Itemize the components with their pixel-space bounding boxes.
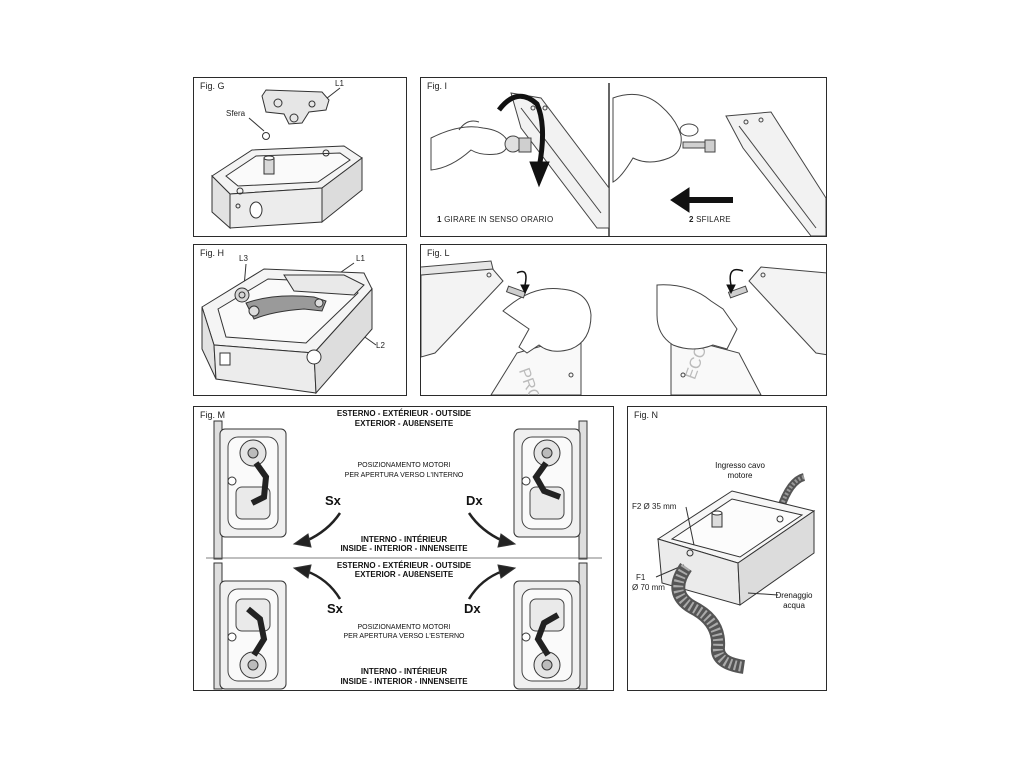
top-sx-label: Sx [325,493,341,508]
bottom-outside-line1: ESTERNO - EXTÉRIEUR - OUTSIDE [336,561,472,570]
figure-i-panel: Fig. I 1 [420,77,827,237]
figure-g-panel: Fig. G L1 Sfera [193,77,407,237]
top-positioning-line2: PER APERTURA VERSO L'INTERNO [344,472,464,479]
callout-l1: L1 [356,254,365,263]
f2-callout: F2 Ø 35 mm [632,502,677,511]
bottom-inside-line1: INTERNO - INTÉRIEUR [360,667,448,676]
top-dx-label: Dx [466,493,483,508]
figure-n-drawing [655,473,816,674]
step1-caption: 1 GIRARE IN SENSO ORARIO [437,215,553,224]
bottom-outside-line2: EXTERIOR - AUßENSEITE [354,570,454,579]
f1-callout-line2: Ø 70 mm [632,583,665,592]
figure-l-panel: Fig. L PRO ECO [420,244,827,396]
figure-h-drawing [201,262,377,395]
callout-l2: L2 [376,341,385,350]
figure-l-label: Fig. L [427,248,450,258]
top-positioning-line1: POSIZIONAMENTO MOTORI [357,462,451,469]
top-outside-line2: EXTERIOR - AUßENSEITE [354,419,454,428]
figure-m-drawing [206,420,602,690]
bottom-inside-line2: INSIDE - INTERIOR - INNENSEITE [340,677,468,686]
bottom-dx-label: Dx [464,601,481,616]
drainage-line2: acqua [783,601,805,610]
f1-callout-line1: F1 [636,573,646,582]
step2-caption: 2 SFILARE [689,215,731,224]
top-outside-line1: ESTERNO - EXTÉRIEUR - OUTSIDE [336,409,472,418]
step2-text: SFILARE [696,215,731,224]
step2-number: 2 [689,215,694,224]
callout-l1: L1 [335,79,344,88]
callout-l3: L3 [239,254,248,263]
figure-n-panel: Fig. N Ingresso cavo motore F2 Ø 35 mm F… [627,406,827,691]
drainage-line1: Drenaggio [775,591,813,600]
figure-g-drawing [211,87,363,230]
cable-entry-line2: motore [727,471,753,480]
top-inside-line1: INTERNO - INTÉRIEUR [360,535,448,544]
figure-i-label: Fig. I [427,81,448,91]
bottom-positioning-line2: PER APERTURA VERSO L'ESTERNO [343,633,465,640]
step1-number: 1 [437,215,442,224]
figure-h-label: Fig. H [200,248,225,258]
figure-n-label: Fig. N [634,410,659,420]
step1-text: GIRARE IN SENSO ORARIO [444,215,554,224]
bottom-sx-label: Sx [327,601,343,616]
top-inside-line2: INSIDE - INTERIOR - INNENSEITE [340,544,468,553]
figure-m-panel: Fig. M [193,406,614,691]
cable-entry-line1: Ingresso cavo [715,461,765,470]
figure-h-panel: Fig. H L3 L1 L2 [193,244,407,396]
figure-g-label: Fig. G [200,81,225,91]
figure-i-drawing [430,83,826,236]
callout-sfera: Sfera [226,109,246,118]
figure-l-drawing: PRO ECO [421,260,826,395]
figure-m-label: Fig. M [200,410,226,420]
bottom-positioning-line1: POSIZIONAMENTO MOTORI [357,624,451,631]
